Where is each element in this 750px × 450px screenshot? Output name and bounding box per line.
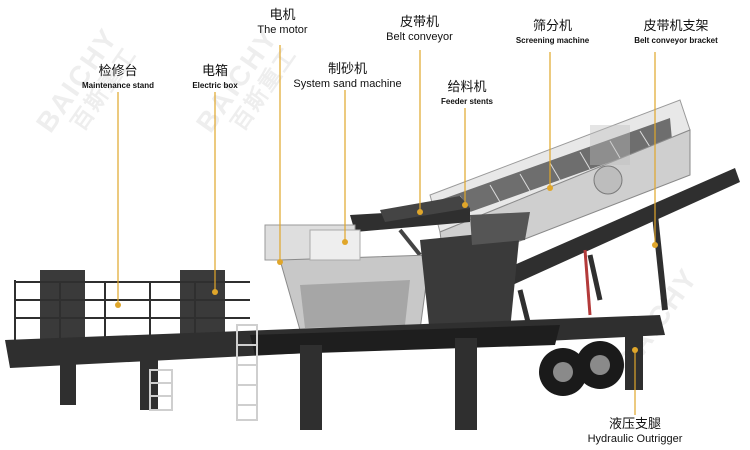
belt-conveyor-body (350, 196, 470, 257)
leader-lines (117, 45, 656, 415)
label-screening-machine-cn: 筛分机 (532, 19, 572, 34)
label-electric-box: 电箱 Electric box (185, 64, 245, 92)
label-motor-cn: 电机 (269, 8, 296, 23)
label-outrigger-en: Hydraulic Outrigger (587, 433, 683, 445)
chassis-frame (5, 315, 665, 430)
wheel-set (539, 341, 624, 396)
label-belt-conveyor-bracket-en: Belt conveyor bracket (634, 36, 718, 45)
belt-conveyor-bracket-body (480, 168, 740, 331)
label-maintenance-stand: 检修台 Maintenance stand (78, 64, 158, 92)
label-electric-box-en: Electric box (192, 81, 238, 90)
label-motor-en: The motor (257, 24, 308, 36)
label-outrigger-cn: 液压支腿 (608, 417, 661, 432)
label-outrigger: 液压支腿 Hydraulic Outrigger (570, 417, 700, 445)
label-screening-machine: 筛分机 Screening machine (510, 19, 595, 47)
label-feeder-cn: 给料机 (447, 80, 487, 95)
label-belt-conveyor: 皮带机 Belt conveyor (372, 15, 467, 43)
label-belt-conveyor-en: Belt conveyor (386, 31, 453, 43)
label-feeder: 给料机 Feeder stents (432, 80, 502, 108)
sand-machine-body (264, 224, 431, 331)
label-belt-conveyor-bracket-cn: 皮带机支架 (643, 19, 709, 34)
feeder-hopper-body (420, 212, 530, 335)
label-sand-machine-cn: 制砂机 (327, 62, 367, 77)
label-belt-conveyor-cn: 皮带机 (399, 15, 439, 30)
label-motor: 电机 The motor (245, 8, 320, 36)
label-maintenance-stand-cn: 检修台 (98, 64, 138, 79)
label-sand-machine-en: System sand machine (293, 78, 402, 90)
label-feeder-en: Feeder stents (440, 97, 494, 106)
label-maintenance-stand-en: Maintenance stand (81, 81, 154, 90)
label-belt-conveyor-bracket: 皮带机支架 Belt conveyor bracket (616, 19, 736, 47)
access-ladder (149, 324, 258, 421)
label-electric-box-cn: 电箱 (201, 64, 228, 79)
label-sand-machine: 制砂机 System sand machine (285, 62, 410, 90)
label-screening-machine-en: Screening machine (515, 36, 590, 45)
leader-dots (115, 185, 658, 353)
